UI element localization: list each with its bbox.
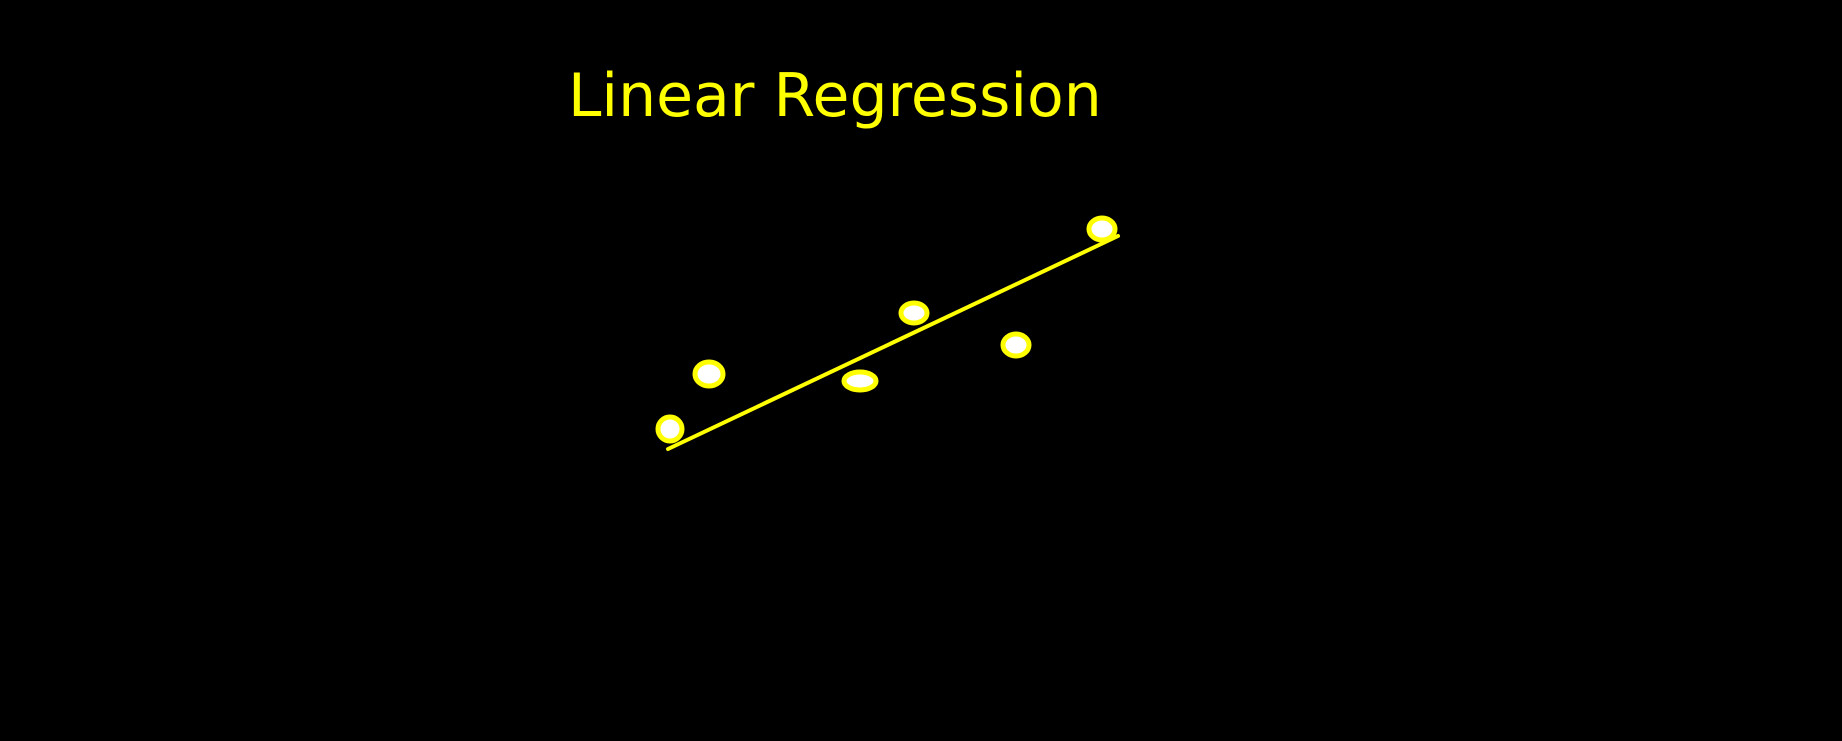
data-point — [1000, 331, 1032, 359]
data-point — [841, 369, 879, 393]
slide-title: Linear Regression — [568, 61, 1102, 131]
data-point — [692, 359, 726, 389]
data-point — [1086, 215, 1118, 243]
data-point — [898, 300, 930, 326]
regression-line — [666, 234, 1120, 451]
data-point — [655, 414, 685, 444]
